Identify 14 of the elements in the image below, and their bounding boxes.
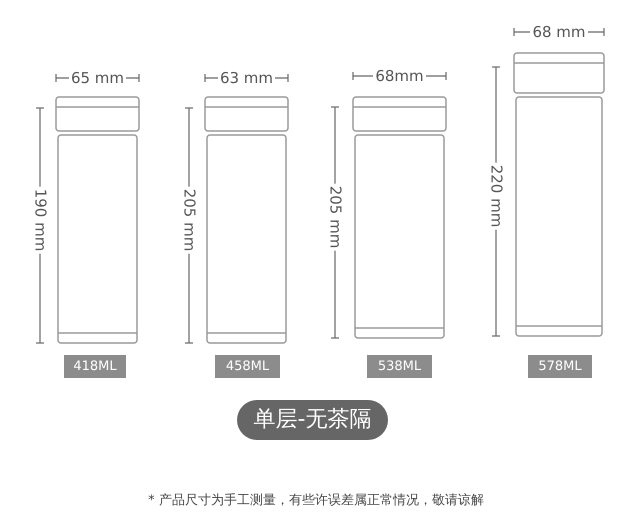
capacity-tag: 418ML [64, 355, 126, 378]
dimension-label: 220 mm [488, 162, 504, 229]
dimension-label: 63 mm [218, 70, 276, 86]
dimension-label: 205 mm [327, 183, 343, 250]
capacity-tag: 538ML [367, 355, 432, 378]
capacity-tag: 578ML [528, 355, 592, 378]
dimension-label: 190 mm [32, 186, 48, 253]
dimension-label: 68mm [373, 68, 426, 84]
type-badge: 单层-无茶隔 [237, 400, 388, 440]
footnote: * 产品尺寸为手工测量，有些许误差属正常情况，敬请谅解 [148, 492, 484, 509]
capacity-tag: 458ML [215, 355, 280, 378]
dimension-label: 68 mm [530, 24, 588, 40]
dimension-label: 205 mm [181, 186, 197, 253]
dimension-label: 65 mm [68, 70, 126, 86]
